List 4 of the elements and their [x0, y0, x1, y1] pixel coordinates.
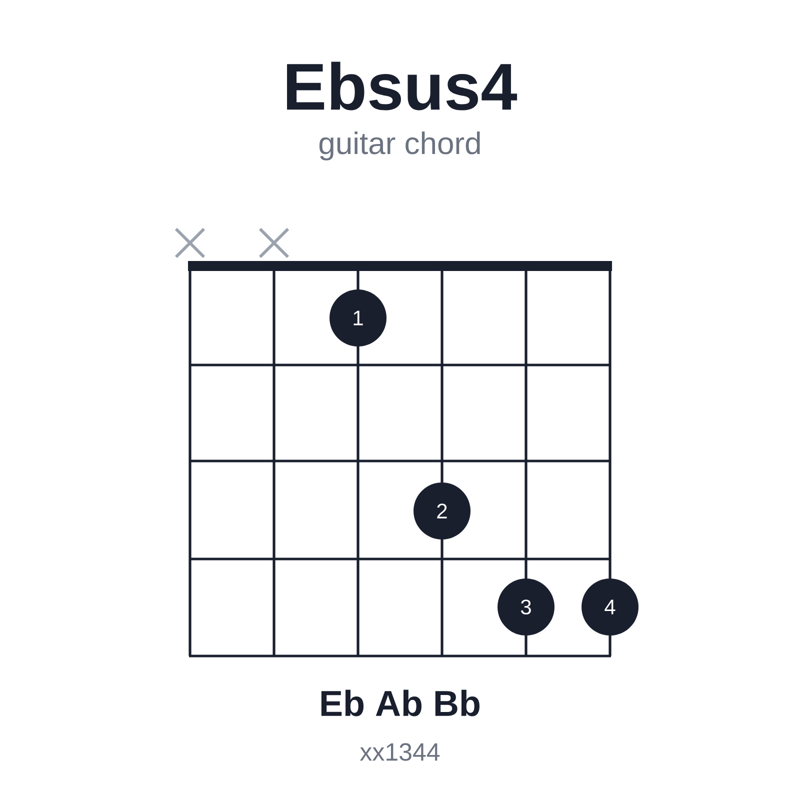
fingering-code: xx1344	[360, 743, 440, 761]
chord-notes: Eb Ab Bb	[321, 690, 480, 716]
subtitle: guitar chord	[319, 132, 480, 160]
chord-title: Ebsus4	[287, 62, 518, 110]
